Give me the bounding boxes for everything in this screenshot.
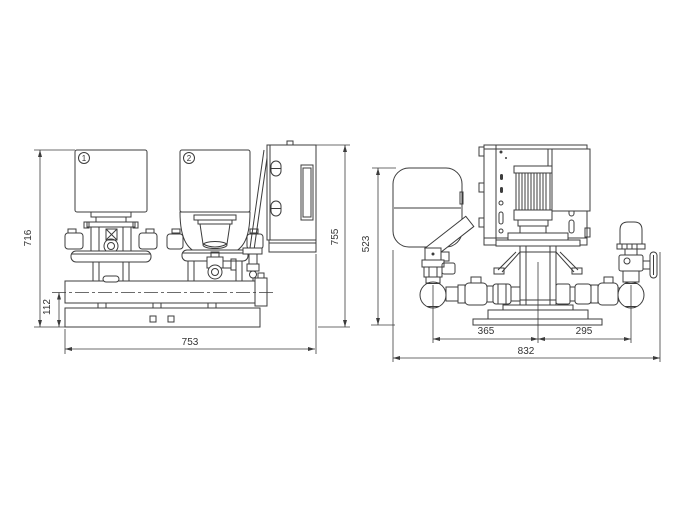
control-cabinet-side <box>242 140 317 281</box>
side-elevation-view: 523 365 295 832 <box>361 144 661 362</box>
dim-label-523: 523 <box>361 235 372 252</box>
cabinet-bracket <box>242 149 268 281</box>
pump-1-right-port <box>138 232 158 250</box>
discharge-piping <box>555 221 658 309</box>
dimension-753: 753 <box>64 254 317 354</box>
pump-2-callout: 2 <box>187 154 192 163</box>
dim-label-755: 755 <box>330 228 341 245</box>
pump-2: 2 <box>166 149 264 282</box>
pump-pedestal <box>472 304 603 326</box>
cabinet-door-edge <box>300 164 314 221</box>
dim-label-365: 365 <box>478 326 495 337</box>
front-elevation-view: 1 2 <box>23 140 350 354</box>
pump-1-callout: 1 <box>82 154 87 163</box>
cabinet-body <box>266 144 317 241</box>
sensor-dome <box>619 221 643 245</box>
pressure-sensor <box>616 221 658 283</box>
dim-label-716: 716 <box>23 229 34 246</box>
pump-1-callout-circle <box>78 152 90 164</box>
pump-1: 1 <box>64 149 158 283</box>
dimension-755: 755 <box>316 144 350 328</box>
motor-flange <box>507 232 569 241</box>
dimension-716: 716 <box>23 149 75 328</box>
pump-1-left-port <box>64 232 84 250</box>
suction-valve <box>464 282 488 306</box>
pump-2-volute <box>179 211 251 255</box>
motor-terminal-box <box>547 148 591 212</box>
pump-2-drain-valve <box>206 251 237 280</box>
manifold-pipe <box>52 272 273 309</box>
dimension-832: 832 <box>392 250 661 362</box>
dim-label-295: 295 <box>576 326 593 337</box>
dimension-365-295: 365 295 <box>432 262 632 343</box>
base-frame <box>64 307 261 328</box>
dim-label-753: 753 <box>182 337 199 348</box>
pump-2-callout-circle <box>183 152 195 164</box>
dim-label-112: 112 <box>42 299 53 315</box>
motor-fins <box>515 172 551 211</box>
tank-valve <box>421 247 456 284</box>
dimension-112: 112 <box>42 292 61 327</box>
dim-label-832: 832 <box>518 346 535 357</box>
discharge-valve <box>597 282 619 306</box>
suction-piping <box>445 276 521 306</box>
dimension-523: 523 <box>361 167 396 326</box>
coupling-guard-icon <box>105 228 118 241</box>
